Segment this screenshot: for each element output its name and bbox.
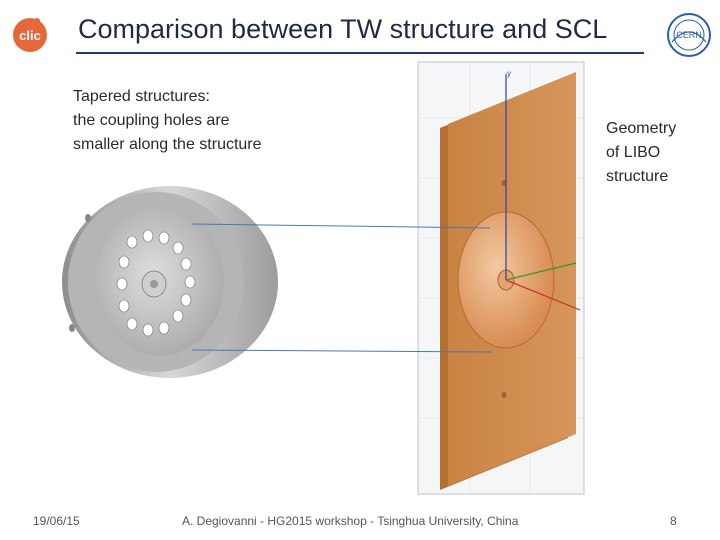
y-axis-label: y: [507, 69, 511, 78]
right-text-line: Geometry: [606, 120, 677, 137]
left-text-line: Tapered structures:: [73, 88, 210, 105]
title-underline: [76, 52, 644, 54]
cern-logo-text: CERN: [676, 30, 702, 40]
clic-logo-text: clic: [19, 28, 41, 43]
libo-structure-image: y: [417, 61, 585, 495]
right-text-line: of LIBO: [606, 144, 661, 161]
left-text-line: smaller along the structure: [73, 136, 262, 153]
right-text-line: structure: [606, 168, 669, 185]
footer-date: 19/06/15: [33, 514, 80, 528]
tw-structure-disk-image: [62, 186, 278, 378]
page-number: 8: [670, 514, 677, 528]
left-text-line: the coupling holes are: [73, 112, 230, 129]
footer-author: A. Degiovanni - HG2015 workshop - Tsingh…: [182, 514, 519, 528]
cern-logo: CERN: [667, 13, 711, 57]
clic-logo: clic: [13, 18, 47, 52]
libo-geometry-text: Geometry of LIBO structure: [606, 117, 716, 189]
slide-title: Comparison between TW structure and SCL: [78, 14, 608, 44]
tapered-structures-text: Tapered structures: the coupling holes a…: [73, 85, 333, 157]
